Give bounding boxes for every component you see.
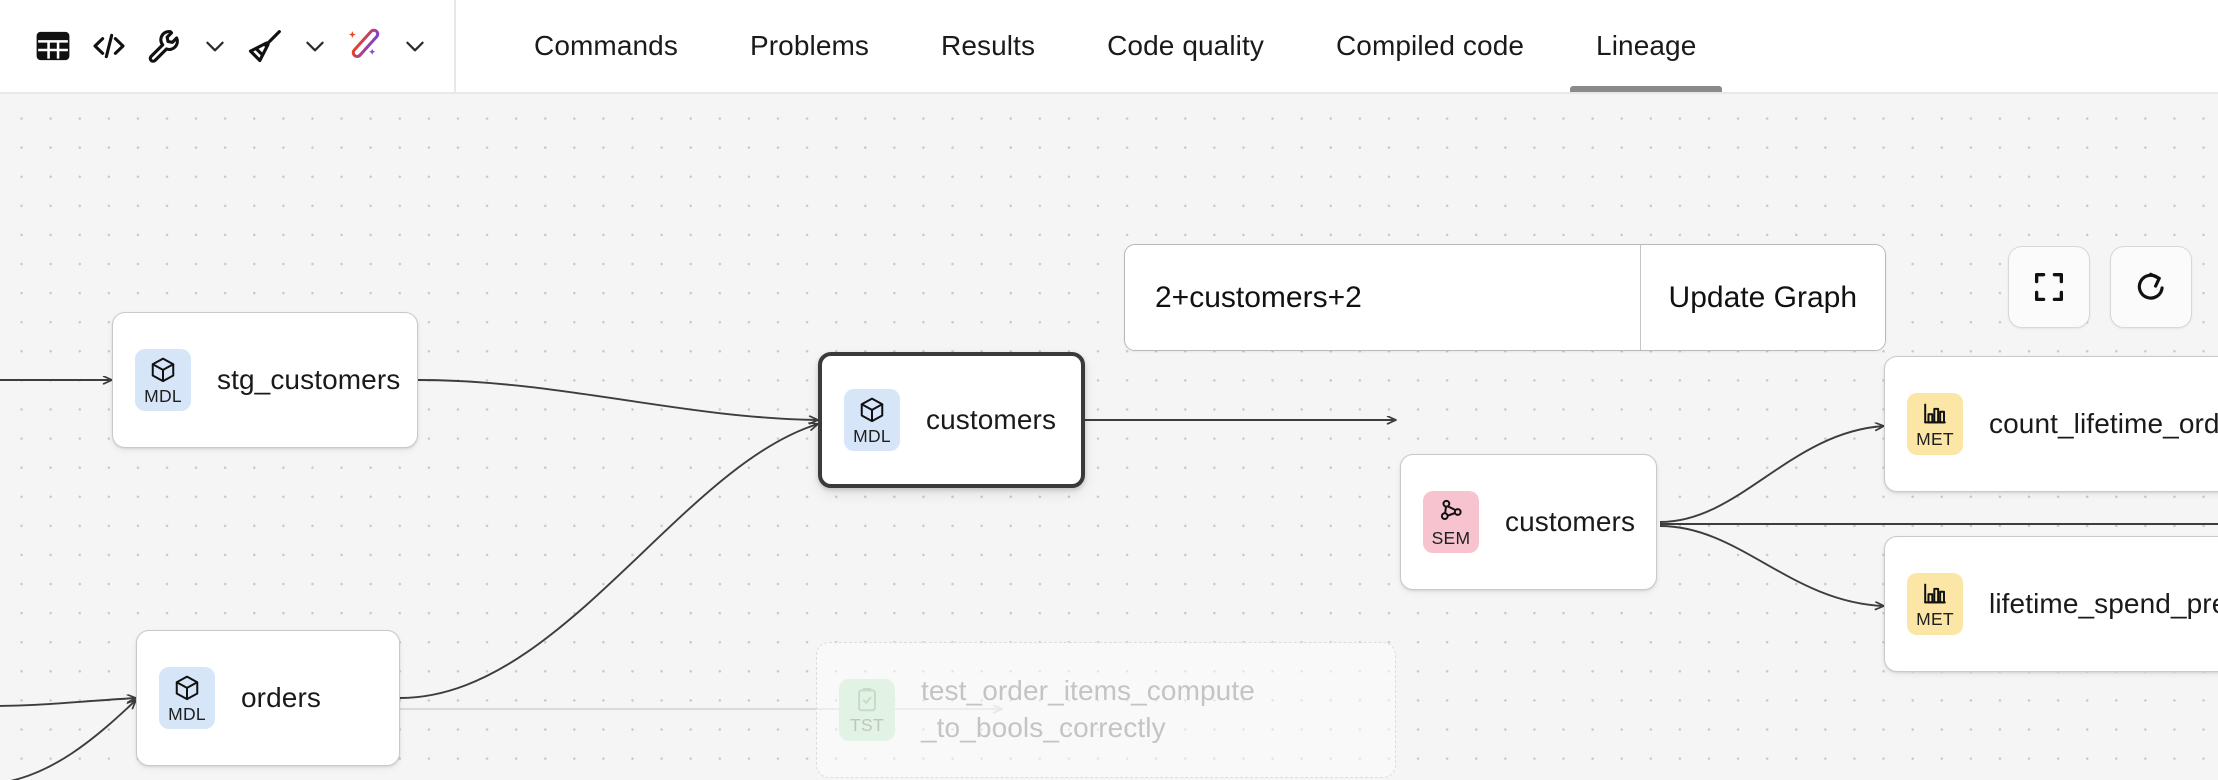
magic-wand-icon[interactable]	[338, 16, 392, 76]
tab-lineage[interactable]: Lineage	[1560, 0, 1732, 92]
node-type-badge-tst: TST	[839, 679, 895, 741]
tab-results[interactable]: Results	[941, 30, 1036, 61]
tab-commands[interactable]: Commands	[534, 30, 678, 61]
badge-label: MET	[1916, 428, 1954, 449]
magic-wand-chevron-down-icon[interactable]	[394, 16, 436, 76]
wrench-icon[interactable]	[138, 16, 192, 76]
badge-label: SEM	[1431, 527, 1471, 548]
wrench-chevron-down-icon[interactable]	[194, 16, 236, 76]
lineage-node-orders[interactable]: MDL orders	[136, 630, 400, 766]
lineage-node-customers-semantic[interactable]: SEM customers	[1400, 454, 1657, 590]
node-label: lifetime_spend_pretax	[1989, 588, 2218, 619]
lineage-search-input[interactable]	[1125, 245, 1640, 350]
tab-problems[interactable]: Problems	[749, 30, 870, 61]
broom-icon[interactable]	[238, 16, 292, 76]
lineage-canvas[interactable]: MDL stg_customers MDL orders MDL custome…	[0, 94, 2218, 780]
lineage-node-customers-model[interactable]: MDL customers	[818, 352, 1085, 488]
code-icon[interactable]	[82, 16, 136, 76]
table-view-icon[interactable]	[26, 16, 80, 76]
tab-code-quality[interactable]: Code quality	[1107, 30, 1264, 61]
tab-compiled-code[interactable]: Compiled code	[1335, 30, 1525, 61]
lineage-node-test-order-items[interactable]: TST test_order_items_compute_to_bools_co…	[816, 642, 1396, 778]
broom-chevron-down-icon[interactable]	[294, 16, 336, 76]
update-graph-button[interactable]: Update Graph	[1639, 245, 1885, 350]
node-label: test_order_items_compute_to_bools_correc…	[921, 675, 1255, 743]
toolbar: Commands Problems Results Code quality C…	[0, 0, 2218, 94]
node-type-badge-sem: SEM	[1423, 491, 1479, 553]
node-label: customers	[1505, 506, 1636, 537]
lineage-node-lifetime-spend-pretax[interactable]: MET lifetime_spend_pretax	[1884, 536, 2218, 672]
node-label: count_lifetime_orders	[1989, 408, 2218, 439]
node-type-badge-met: MET	[1907, 573, 1963, 635]
refresh-button[interactable]	[2110, 246, 2192, 328]
node-type-badge-mdl: MDL	[159, 667, 215, 729]
node-type-badge-met: MET	[1907, 393, 1963, 455]
badge-label: MDL	[168, 703, 206, 724]
badge-label: TST	[850, 714, 884, 735]
lineage-search-bar: Update Graph	[1124, 244, 1886, 351]
lineage-node-count-lifetime-orders[interactable]: MET count_lifetime_orders	[1884, 356, 2218, 492]
badge-label: MDL	[853, 425, 891, 446]
badge-label: MET	[1916, 608, 1954, 629]
node-label: customers	[926, 404, 1057, 435]
node-type-badge-mdl: MDL	[135, 349, 191, 411]
toolbar-icon-group	[0, 0, 456, 92]
fit-view-button[interactable]	[2008, 246, 2090, 328]
node-label: stg_customers	[217, 364, 401, 395]
badge-label: MDL	[144, 385, 182, 406]
lineage-controls	[2008, 246, 2192, 328]
lineage-node-stg-customers[interactable]: MDL stg_customers	[112, 312, 418, 448]
tab-bar: Commands Problems Results Code quality C…	[456, 0, 1732, 92]
node-type-badge-mdl: MDL	[844, 389, 900, 451]
node-label: orders	[241, 682, 321, 713]
